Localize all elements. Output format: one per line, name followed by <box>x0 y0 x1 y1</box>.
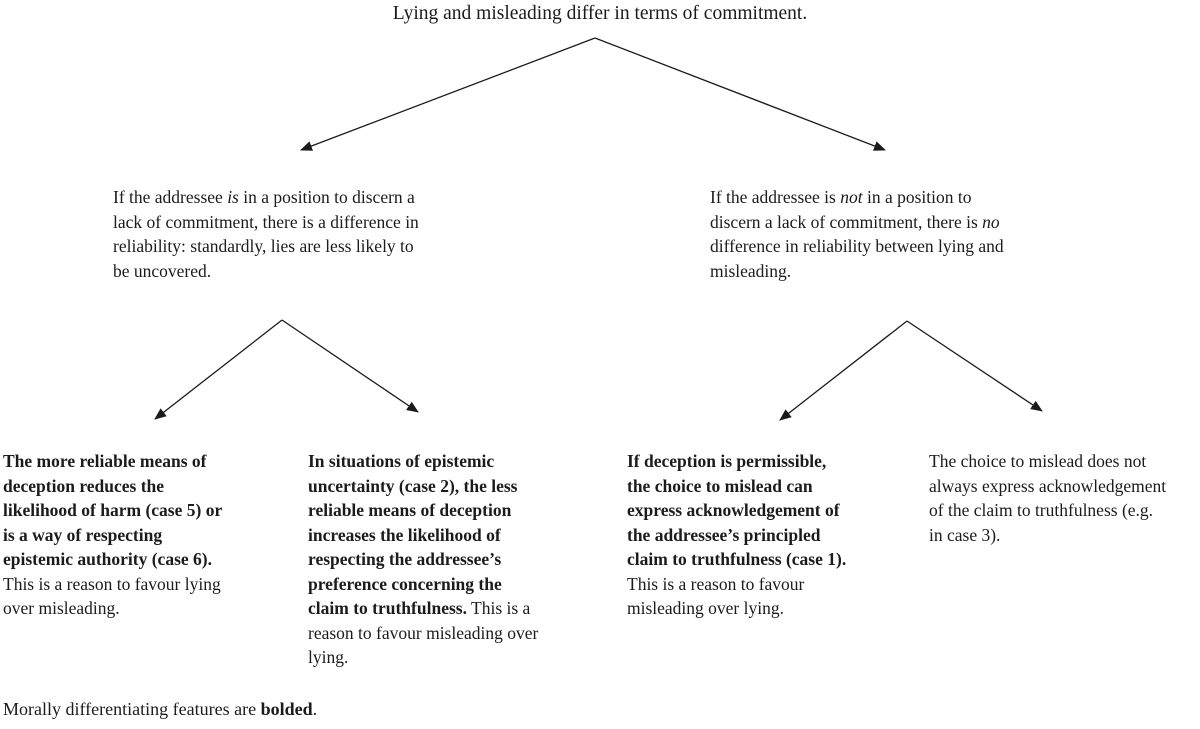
text-segment: in a position to discern a lack of commi… <box>113 187 419 281</box>
text-segment: This is a reason to favour misleading ov… <box>627 573 805 619</box>
edge-right-branch-to-leaf-4 <box>906 320 1043 412</box>
leaf-node-epistemic-uncertainty: In situations of epistemic uncertainty (… <box>308 449 538 670</box>
leaf-node-no-acknowledgement: The choice to mislead does not always ex… <box>929 449 1166 547</box>
edge-left-branch-to-leaf-2 <box>281 319 419 413</box>
text-segment: The choice to mislead does not always ex… <box>929 451 1167 545</box>
text-segment: This is a reason to favour lying over mi… <box>3 573 221 619</box>
legend-note: Morally differentiating features are bol… <box>3 697 317 721</box>
text-segment: Morally differentiating features are <box>3 699 261 719</box>
leaf-node-favour-lying: The more reliable means of deception red… <box>3 449 222 621</box>
leaf-node-deception-permissible: If deception is permissible, the choice … <box>627 449 846 621</box>
branch-node-addressee-can-discern: If the addressee is in a position to dis… <box>113 185 419 283</box>
text-segment: In situations of epistemic uncertainty (… <box>308 451 518 618</box>
text-segment: If the addressee <box>113 187 228 207</box>
text-segment: If deception is permissible, the choice … <box>627 451 847 569</box>
text-segment: bolded <box>260 699 313 719</box>
edge-root-to-right-branch <box>594 37 886 151</box>
text-segment: difference in reliability between lying … <box>710 236 1004 281</box>
text-segment: is <box>227 187 239 207</box>
text-segment: The more reliable means of deception red… <box>3 451 223 569</box>
edge-root-to-left-branch <box>300 37 596 151</box>
edge-left-branch-to-leaf-1 <box>154 319 283 420</box>
text-segment: This is a reason to favour misleading ov… <box>308 598 539 667</box>
text-segment: If the addressee is <box>710 187 841 207</box>
text-segment: not <box>840 187 863 207</box>
text-segment: in a position to discern a lack of commi… <box>710 187 978 232</box>
branch-node-addressee-cannot-discern: If the addressee is not in a position to… <box>710 185 1004 283</box>
text-segment: no <box>982 211 1000 232</box>
edge-right-branch-to-leaf-3 <box>779 320 908 421</box>
text-segment: . <box>312 699 318 719</box>
root-claim-text: Lying and misleading differ in terms of … <box>392 3 808 24</box>
